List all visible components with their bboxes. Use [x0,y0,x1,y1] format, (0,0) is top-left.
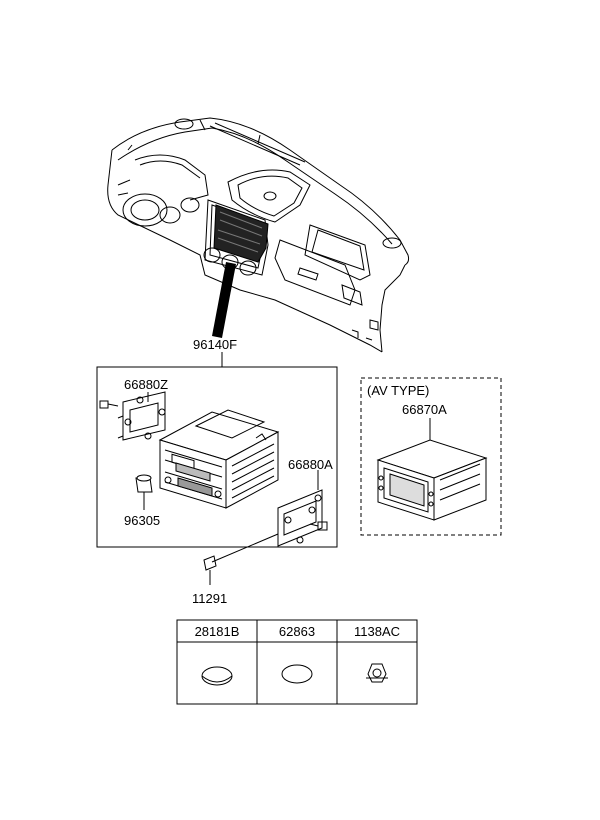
knob-label: 96305 [124,513,161,528]
dash-radio-unit [213,204,269,263]
dashboard-illustration [107,117,410,353]
table-header-plug: 28181B [194,624,240,639]
screw-label: 11291 [192,591,228,606]
av-unit-label: 66870A [402,402,447,417]
plug-icon [201,666,233,686]
av-unit [376,439,488,521]
bracket-left [117,391,166,441]
main-assembly-label: 96140F [193,337,238,352]
av-type-title: (AV TYPE) [367,383,430,398]
table-header-cap: 62863 [278,624,316,639]
table-header-nut: 1138AC [353,624,400,639]
bracket-left-label: 66880Z [124,377,169,392]
main-assembly-box [96,366,338,548]
cap-icon [281,664,313,684]
screw-right [309,521,328,531]
bracket-right-label: 66880A [288,457,333,472]
knob-part [135,474,153,510]
leader-arrow [212,262,236,338]
nut-icon [366,663,388,683]
head-unit [158,409,280,509]
screw-left [99,400,119,409]
av-type-box [360,377,502,536]
parts-table [176,619,418,705]
screw-part [203,533,279,585]
bracket-right [277,489,323,547]
